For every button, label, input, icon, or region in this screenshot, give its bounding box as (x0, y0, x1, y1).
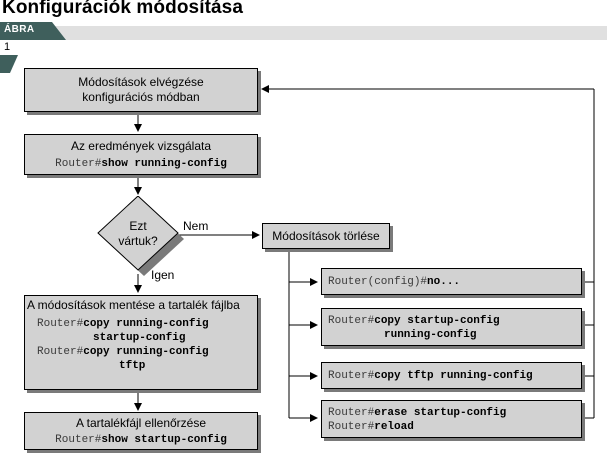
step-check-backup: A tartalékfájl ellenőrzése Router#show s… (24, 412, 258, 450)
step-remove-changes: Módosítások törlése (262, 223, 390, 249)
option-erase-reload: Router#erase startup-config Router#reloa… (321, 400, 582, 438)
step-remove-label: Módosítások törlése (272, 229, 380, 243)
cli-command: copy startup-config (374, 315, 500, 327)
cli-command-cont: startup-config (93, 332, 186, 344)
figure-tab-bar (0, 22, 607, 40)
decision-line2: vártuk? (118, 234, 158, 248)
step-make-changes-line2: konfigurációs módban (82, 90, 200, 104)
yes-label: Igen (151, 268, 175, 282)
decision-line1: Ezt (129, 219, 147, 233)
step-make-changes-line1: Módosítások elvégzése (78, 75, 204, 89)
step-make-changes: Módosítások elvégzése konfigurációs módb… (24, 68, 258, 112)
figure-tab-label: ÁBRA (4, 24, 35, 35)
cli-prompt: Router# (37, 346, 84, 358)
step-examine-heading: Az eredmények vizsgálata (70, 139, 212, 153)
cli-command-cont: running-config (384, 329, 477, 341)
option-no-command: Router(config)#no... (321, 268, 582, 295)
cli-command: show startup-config (101, 434, 227, 446)
cli-prompt: Router# (37, 318, 84, 330)
page-number[interactable]: 1 (4, 41, 11, 53)
option-copy-startup: Router#copy startup-config running-confi… (321, 308, 582, 346)
option-copy-tftp: Router#copy tftp running-config (321, 362, 582, 389)
cli-prompt: Router# (328, 370, 375, 382)
decision-diamond (97, 196, 184, 276)
cli-prompt: Router# (328, 421, 375, 433)
cli-command: reload (374, 421, 414, 433)
cli-prompt: Router# (328, 407, 375, 419)
cli-command: no... (427, 276, 461, 288)
cli-command: erase startup-config (374, 407, 507, 419)
cli-command: copy tftp running-config (374, 370, 533, 382)
no-label: Nem (183, 219, 209, 233)
cli-prompt: Router# (55, 158, 102, 170)
cli-command: show running-config (101, 158, 227, 170)
decision-text: Ezt vártuk? (106, 219, 170, 249)
cli-command-cont: tftp (119, 360, 146, 372)
cli-prompt: Router# (55, 434, 102, 446)
step-save-backup: A módosítások mentése a tartalék fájlba … (24, 295, 258, 390)
page-title: Konfigurációk módosítása (2, 0, 243, 18)
page-indicator-icon (0, 55, 18, 73)
cli-prompt: Router# (328, 315, 375, 327)
cli-prompt: Router(config)# (328, 276, 428, 288)
cli-command: copy running-config (83, 318, 209, 330)
step-examine-results: Az eredmények vizsgálata Router#show run… (24, 134, 258, 175)
step-check-heading: A tartalékfájl ellenőrzése (75, 416, 207, 430)
step-save-heading: A módosítások mentése a tartalék fájlba (27, 298, 240, 312)
cli-command: copy running-config (83, 346, 209, 358)
